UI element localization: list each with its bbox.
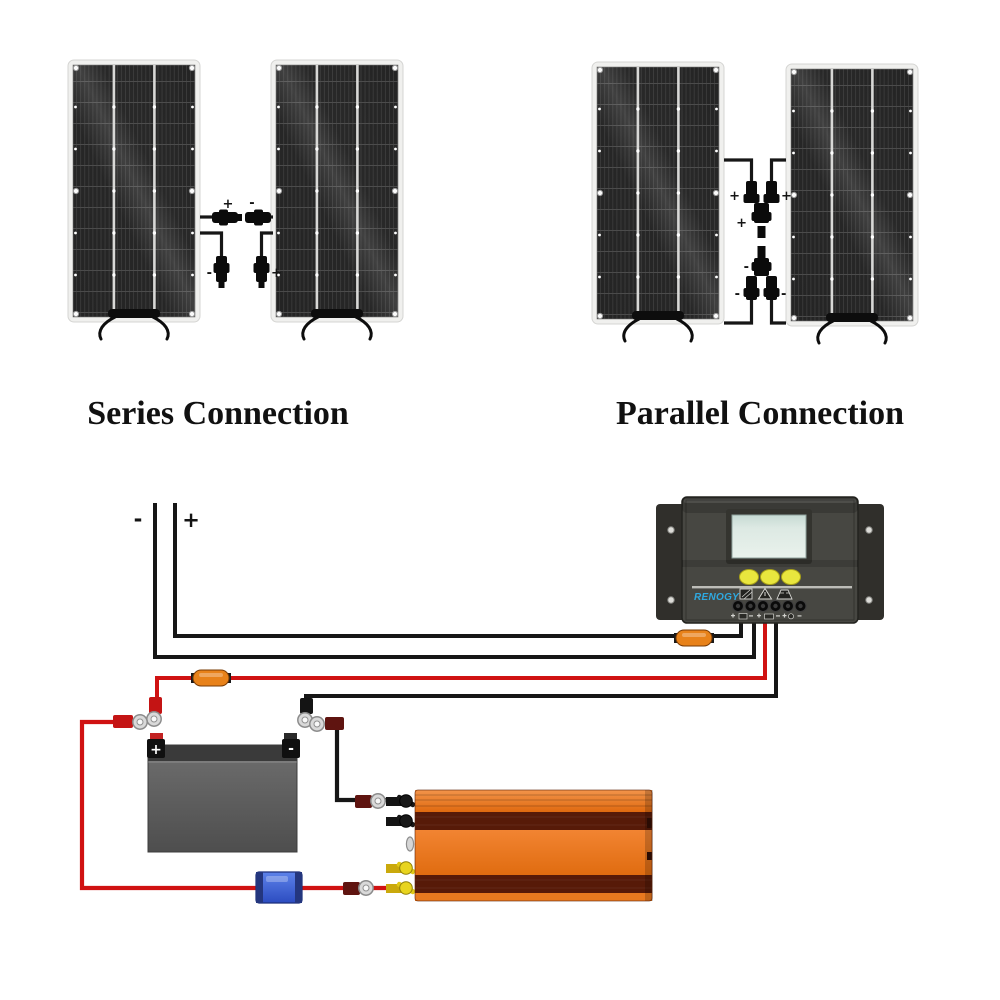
parallel-input-left-plus-label: +: [729, 189, 740, 204]
inverter-positive-terminals: [386, 861, 416, 895]
ring-terminal-1: [146, 711, 162, 727]
parallel-connection-group: + + + - - -: [724, 158, 792, 325]
system-wires: [79, 503, 778, 891]
pv-negative-wire: [153, 503, 756, 659]
series-output-minus-wire: [200, 231, 224, 257]
ring-terminal-4: [309, 716, 325, 732]
controller-button-3[interactable]: [781, 569, 801, 585]
series-heading: Series Connection: [87, 395, 349, 432]
parallel-input-right-plus-label: +: [781, 189, 792, 204]
controller-status-icons: [739, 587, 793, 600]
battery-negative-post: [284, 733, 297, 743]
ring-terminal-2: [132, 714, 148, 730]
pv-negative-label: -: [134, 507, 143, 531]
blue-fuse-holder: [255, 871, 303, 904]
controller-trim-line: [692, 586, 852, 589]
inverter-power-switch[interactable]: [405, 836, 415, 852]
battery-status-icon: [776, 589, 793, 600]
parallel-y-branch-minus: [743, 246, 780, 300]
charge-controller: RENOGY: [656, 496, 884, 624]
parallel-heading: Parallel Connection: [616, 395, 904, 432]
controller-lcd: [731, 514, 807, 559]
mc4-male-connector: [212, 209, 242, 226]
series-output-plus-connector: [253, 256, 270, 288]
solar-panel-2: [269, 58, 405, 341]
series-output-plus-wire: [259, 231, 273, 257]
solar-panel-4: [784, 62, 920, 345]
parallel-panel-pair: + + + - - -: [590, 60, 920, 345]
controller-button-1[interactable]: [739, 569, 759, 585]
controller-mounting-screws: [667, 526, 873, 604]
pv-positive-label: +: [182, 508, 200, 532]
parallel-input-right-minus-label: -: [781, 287, 786, 302]
mc4-female-connector: [245, 209, 271, 226]
ring-terminal-5: [370, 793, 386, 809]
terminal-markings: [731, 613, 802, 620]
series-output-minus-connector: [213, 256, 230, 288]
heatshrink-red-2: [113, 715, 133, 728]
controller-buttons[interactable]: [739, 569, 801, 585]
battery-body: [147, 744, 298, 853]
controller-terminals[interactable]: [731, 599, 807, 613]
parallel-combined-minus-label: -: [744, 260, 749, 275]
series-plus-label: +: [223, 197, 234, 212]
parallel-output-left-wire: [724, 300, 754, 325]
heatshrink-red-1: [149, 697, 162, 714]
solar-panel-1: [66, 58, 202, 341]
inverter-positive-wire: [79, 719, 388, 891]
ring-terminal-6: [358, 880, 374, 896]
parallel-y-branch-plus: [743, 181, 780, 238]
series-connection-group: + - - +: [200, 196, 282, 288]
series-output-plus-label: +: [271, 266, 282, 281]
battery: + -: [147, 733, 300, 853]
battery-positive-post: [150, 733, 163, 743]
inline-fuse-battery: [191, 669, 231, 687]
solar-panel-icon: [739, 588, 753, 600]
pv-positive-wire: [173, 503, 743, 638]
heatshrink-maroon-1: [325, 717, 344, 730]
controller-battery-positive-wire: [155, 618, 767, 716]
battery-negative-label: -: [288, 741, 294, 757]
parallel-combined-plus-label: +: [736, 216, 747, 231]
renogy-logo: RENOGY: [694, 592, 740, 603]
battery-negative-terminal: -: [282, 739, 300, 758]
solar-panel-3: [590, 60, 726, 343]
series-output-minus-label: -: [207, 266, 212, 281]
battery-positive-terminal: +: [147, 739, 165, 758]
heatshrink-black-1: [300, 698, 313, 714]
heatshrink-maroon-2: [355, 795, 372, 808]
parallel-output-right-wire: [769, 300, 786, 325]
warning-triangle-icon: [757, 587, 773, 600]
series-minus-label: -: [249, 196, 254, 211]
inverter-negative-terminals: [386, 794, 416, 828]
battery-positive-label: +: [150, 742, 162, 758]
inline-fuse-pv: [674, 629, 714, 647]
parallel-input-left-wire: [724, 158, 754, 184]
inverter: [386, 789, 653, 902]
parallel-input-left-minus-label: -: [735, 287, 740, 302]
series-panel-pair: + - - +: [66, 58, 405, 341]
heatshrink-maroon-3: [343, 882, 360, 895]
inverter-body: [414, 789, 653, 902]
parallel-input-right-wire: [769, 158, 786, 184]
controller-button-2[interactable]: [760, 569, 780, 585]
inverter-negative-wire: [330, 721, 388, 803]
ring-terminals: [113, 697, 386, 896]
